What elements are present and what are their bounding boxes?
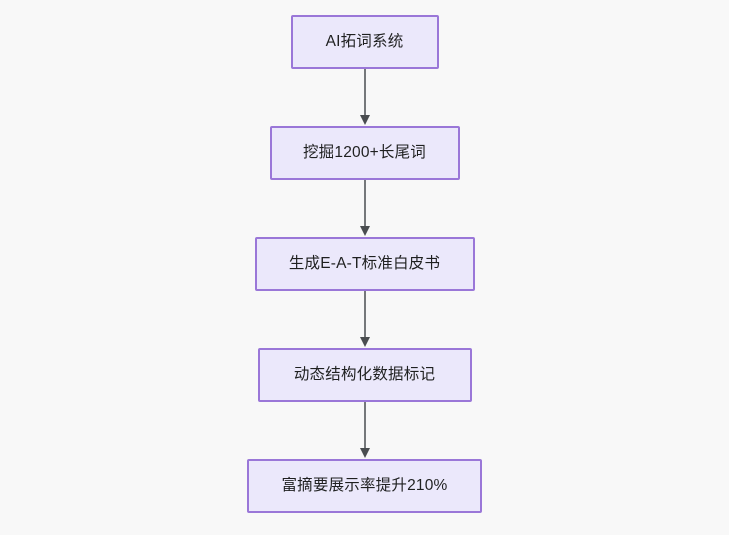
connector-line (363, 291, 366, 339)
flow-node-label: 生成E-A-T标准白皮书 (288, 255, 441, 273)
flow-node-rich-snippet-rate-increase[interactable]: 富摘要展示率提升210% (247, 459, 482, 513)
flow-node-label: AI拓词系统 (325, 33, 404, 51)
connector-line (363, 69, 366, 117)
arrow-down-icon (359, 337, 370, 347)
flow-connector-2 (358, 180, 372, 237)
flow-node-label: 富摘要展示率提升210% (281, 477, 448, 495)
flow-node-label: 动态结构化数据标记 (293, 366, 436, 384)
flow-node-ai-keyword-system[interactable]: AI拓词系统 (290, 15, 439, 69)
flow-connector-3 (358, 291, 372, 348)
arrow-down-icon (359, 448, 370, 458)
flow-node-label: 挖掘1200+长尾词 (302, 144, 427, 162)
connector-line (363, 402, 366, 450)
arrow-down-icon (359, 115, 370, 125)
connector-line (363, 180, 366, 228)
flow-node-generate-eat-whitepaper[interactable]: 生成E-A-T标准白皮书 (254, 237, 475, 291)
arrow-down-icon (359, 226, 370, 236)
flow-node-mine-longtail-keywords[interactable]: 挖掘1200+长尾词 (269, 126, 460, 180)
flow-node-dynamic-structured-data-markup[interactable]: 动态结构化数据标记 (257, 348, 472, 402)
flow-connector-4 (358, 402, 372, 459)
flow-connector-1 (358, 69, 372, 126)
